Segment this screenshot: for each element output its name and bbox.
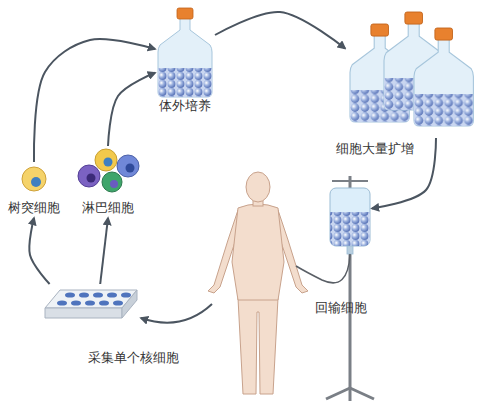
node-label: 回输细胞 — [306, 300, 376, 316]
node-label: 树突细胞 — [4, 200, 64, 216]
flow-arrow — [108, 73, 155, 146]
node-label: 采集单个核细胞 — [88, 350, 213, 366]
iv-base — [326, 388, 350, 399]
cell-nucleus — [126, 164, 135, 173]
lymphocyte-node: 淋巴细胞 — [74, 146, 142, 218]
node-label: 体外培养 — [155, 98, 215, 114]
flow-arrow — [215, 12, 345, 48]
plate-well — [79, 292, 89, 297]
cell-nucleus — [110, 180, 118, 188]
cell-nucleus — [87, 174, 96, 183]
sample-plate-node: 采集单个核细胞 — [45, 284, 137, 322]
plate-well — [99, 300, 109, 305]
infusion-bag-node: 回输细胞 — [328, 182, 372, 248]
flow-arrow — [29, 218, 49, 284]
flow-arrow — [372, 138, 436, 208]
iv-hook — [332, 180, 368, 182]
culture-flask-node: 体外培养 — [155, 8, 215, 116]
cell-nucleus — [104, 158, 113, 167]
iv-bag — [330, 188, 370, 246]
human-legs — [238, 298, 278, 394]
node-label: 细胞大量扩增 — [320, 141, 430, 157]
iv-base — [350, 388, 374, 399]
collection-arrow — [141, 304, 212, 323]
human-head — [246, 172, 270, 202]
lymphocyte — [78, 165, 100, 187]
plate-well — [121, 292, 131, 297]
expansion-flask-node: 细胞大量扩增 — [345, 10, 475, 138]
sample-plate — [45, 290, 137, 308]
dendritic-cell-node: 树突细胞 — [4, 162, 64, 218]
flow-arrow — [34, 39, 155, 162]
plate-well — [57, 300, 67, 305]
plate-well — [93, 292, 103, 297]
plate-well — [65, 292, 75, 297]
lymphocyte — [102, 172, 122, 192]
flow-arrow — [100, 218, 108, 284]
iv-bag-cells — [330, 212, 370, 246]
sample-plate-side — [45, 308, 122, 318]
lymphocyte — [117, 155, 139, 177]
iv-port — [347, 246, 353, 254]
human-torso — [232, 204, 284, 300]
sample-plate-side — [122, 290, 137, 318]
plate-well — [107, 292, 117, 297]
expansion-flask — [414, 28, 473, 127]
plate-well — [85, 300, 95, 305]
iv-tube — [296, 254, 350, 283]
node-label: 淋巴细胞 — [74, 200, 142, 216]
plate-well — [71, 300, 81, 305]
cell-nucleus — [31, 177, 41, 187]
lymphocyte — [95, 149, 117, 171]
iv-base — [349, 388, 352, 401]
plate-well — [113, 300, 123, 305]
culture-flask — [158, 8, 212, 98]
dendritic-cell — [22, 167, 46, 191]
